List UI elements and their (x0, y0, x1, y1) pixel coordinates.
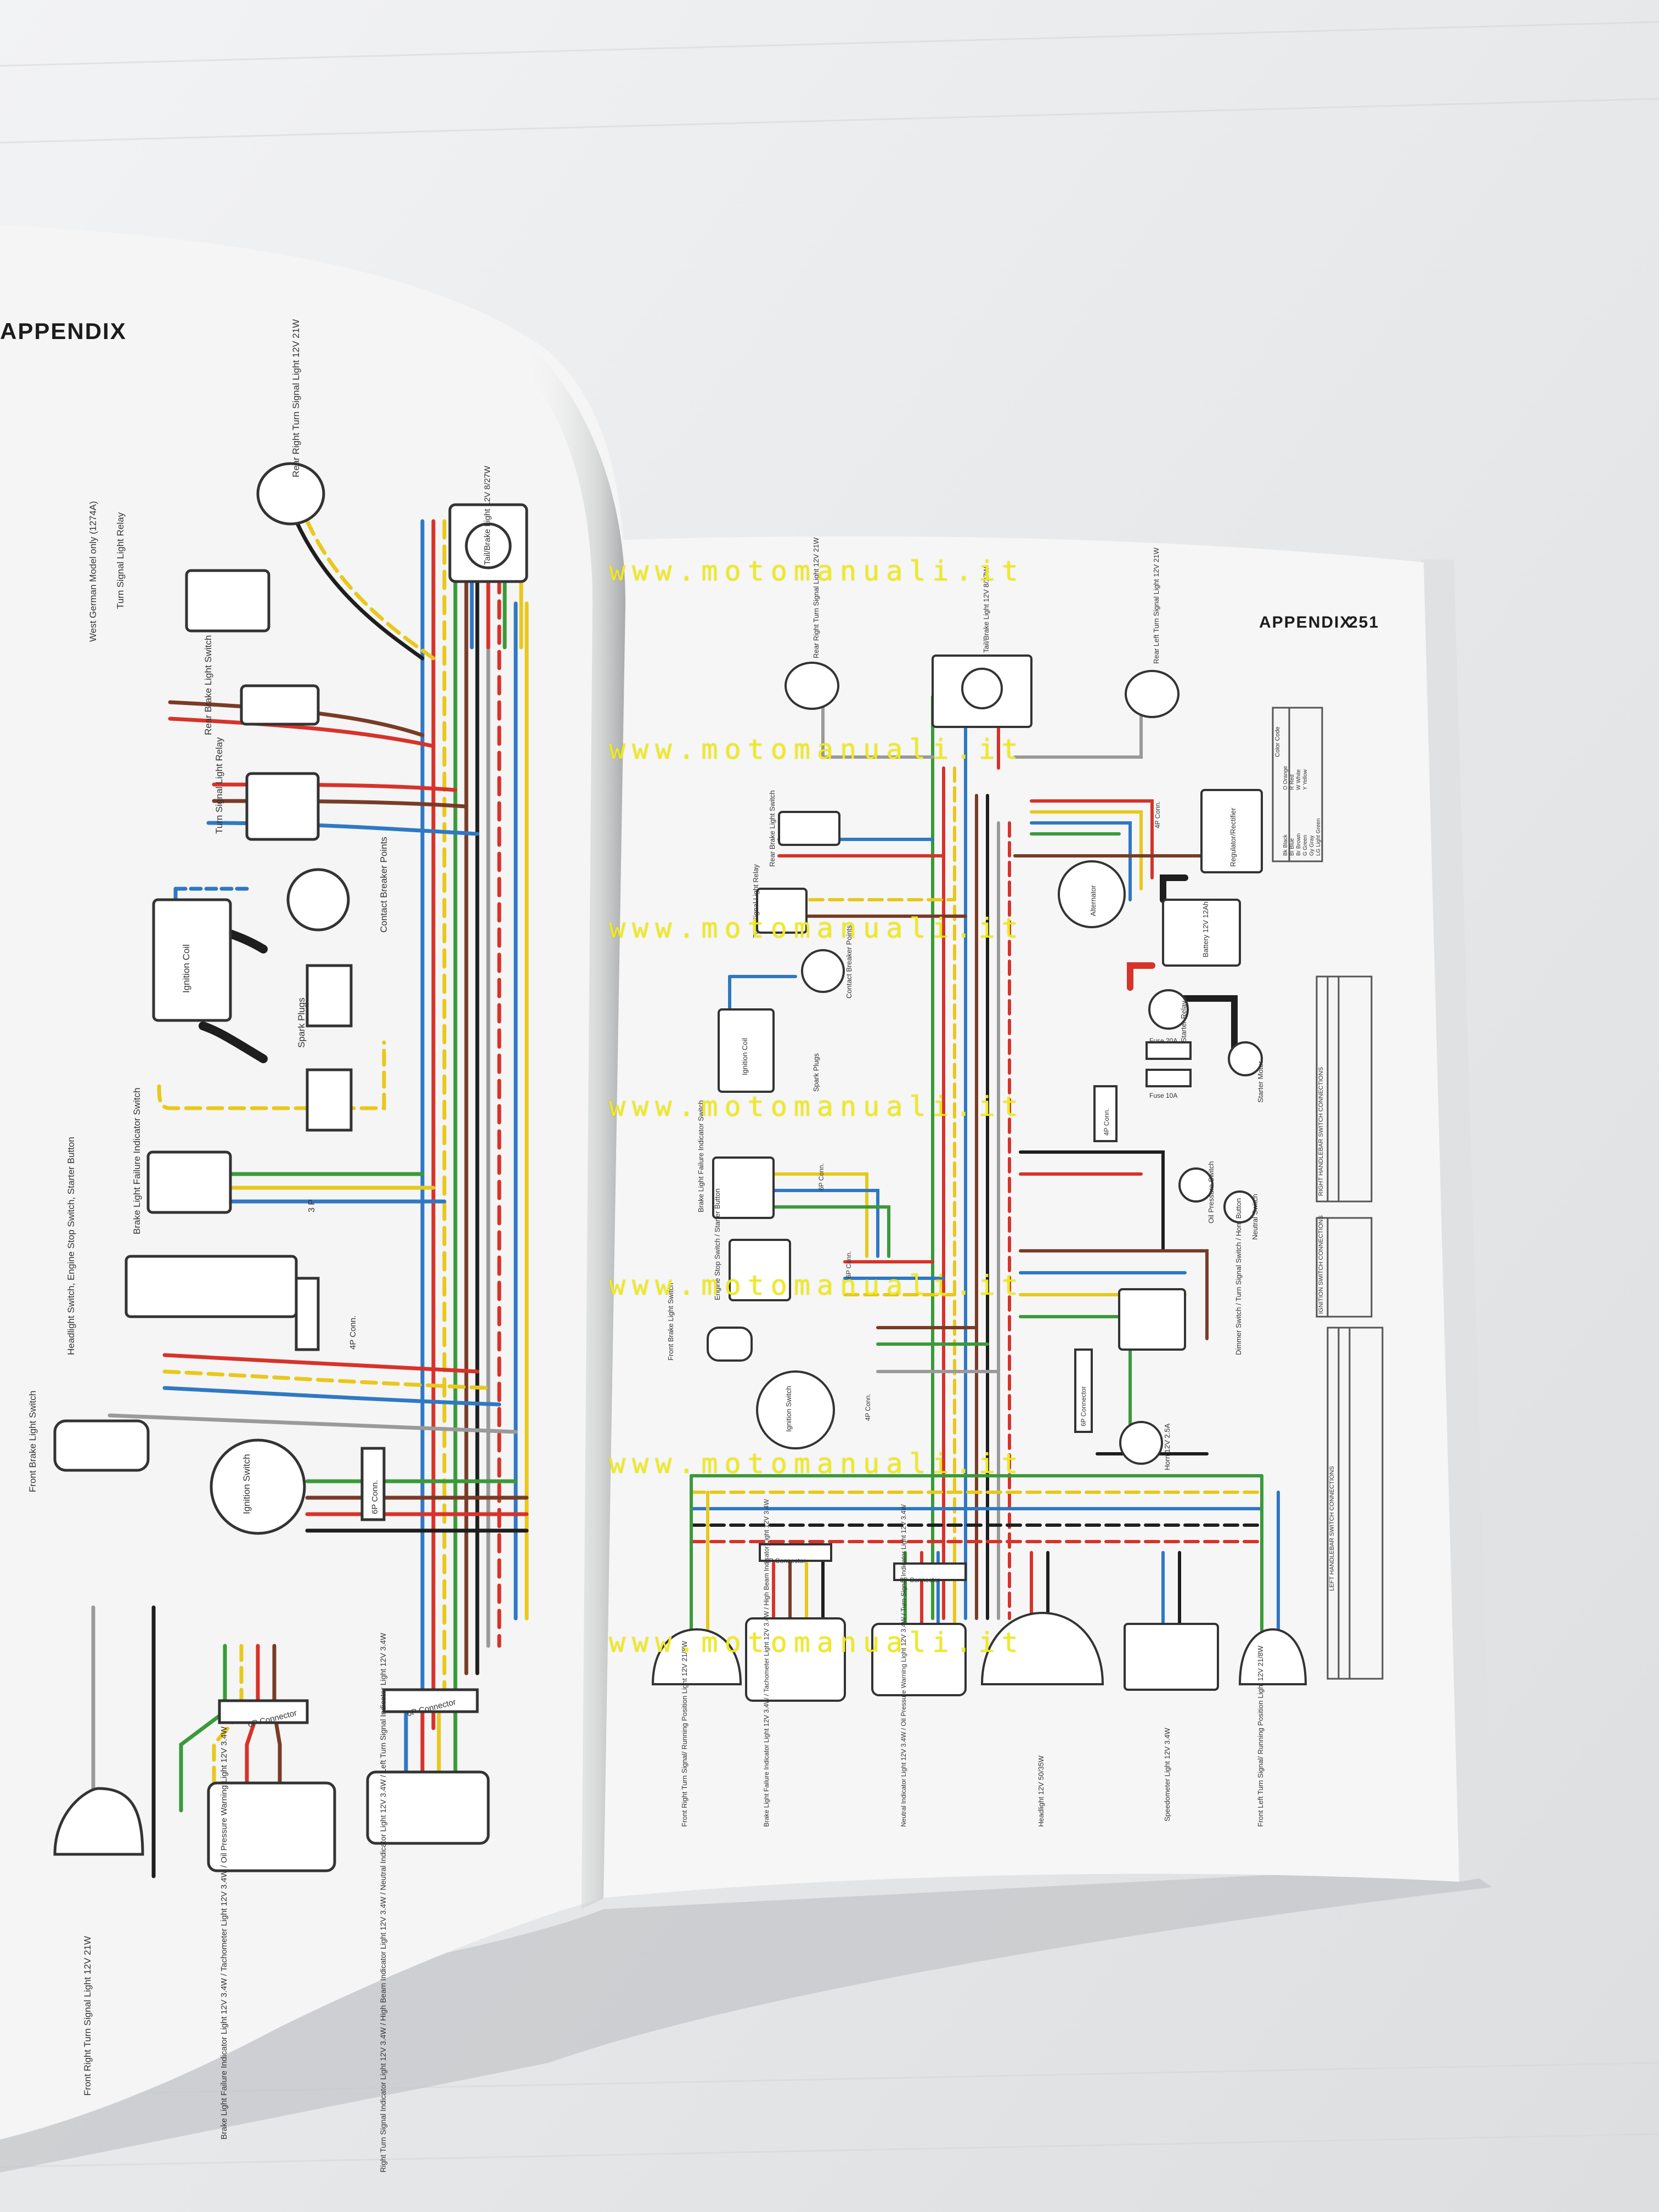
label-r-fuse-main: Fuse 20A (1149, 1037, 1178, 1045)
right-connector-5: 6P Connector (765, 1557, 806, 1565)
color-code-2: BI Blue (1289, 838, 1295, 856)
color-code-6: LG Light Green (1316, 818, 1322, 856)
label-r-ignition-switch: Ignition Switch (785, 1386, 793, 1432)
left-wiring (91, 519, 529, 1878)
label-r-starter-relay: Starter Relay (1180, 1001, 1188, 1042)
watermark-2: www.motomanuali.it (609, 733, 1025, 765)
right-page-header: APPENDIX (1259, 613, 1352, 631)
label-rear-right-turn: Rear Right Turn Signal Light 12V 21W (291, 319, 301, 477)
label-rear-brake-switch: Rear Brake Light Switch (203, 635, 213, 735)
label-r-rear-brake: Rear Brake Light Switch (768, 790, 776, 867)
watermark-5: www.motomanuali.it (609, 1269, 1025, 1301)
left-components (53, 462, 528, 1872)
label-r-headlight: Headlight 12V 50/35W (1037, 1755, 1045, 1827)
left-page-header: APPENDIX (0, 318, 127, 344)
label-r-speedometer: Speedometer Light 12V 3.4W (1163, 1728, 1171, 1821)
gutter-shade (527, 340, 625, 1909)
table-ignition-switch: IGNITION SWITCH CONNECTIONS (1318, 1215, 1324, 1314)
label-front-right-turn: Front Right Turn Signal Light 12V 21W (82, 1936, 93, 2096)
table-right-handlebar: RIGHT HANDLEBAR SWITCH CONNECTIONS (1318, 1066, 1324, 1196)
color-code-5: Gy Gray (1309, 835, 1315, 856)
color-code-3: Br Brown (1296, 833, 1302, 856)
label-r-alternator: Alternator (1089, 885, 1097, 916)
color-code-title: Color Code (1274, 726, 1281, 757)
label-r-indicator-lights: Neutral Indicator Light 12V 3.4W / Oil P… (900, 1504, 907, 1827)
label-r-battery: Battery 12V 12Ah (1201, 901, 1210, 957)
color-code-4: G Green (1302, 834, 1308, 856)
left-connector-6p: 6P Conn. (370, 1480, 380, 1514)
right-connector-7: 6P Connector (1080, 1386, 1087, 1426)
label-left-meter-lights: Brake Light Failure Indicator Light 12V … (219, 1726, 229, 2140)
watermark-1: www.motomanuali.it (609, 555, 1025, 587)
table-left-handlebar: LEFT HANDLEBAR SWITCH CONNECTIONS (1329, 1466, 1335, 1591)
label-r-spark-plugs: Spark Plugs (812, 1053, 820, 1092)
label-ignition-coil: Ignition Coil (181, 944, 191, 993)
label-r-starter-motor: Starter Motor (1256, 1061, 1265, 1103)
label-contact-breaker: Contact Breaker Points (379, 837, 389, 933)
label-left-indicators: Right Turn Signal Indicator Light 12V 3.… (379, 1633, 387, 2172)
label-r-fuse-small: Fuse 10A (1149, 1092, 1178, 1099)
label-r-dimmer: Dimmer Switch / Turn Signal Switch / Hor… (1234, 1198, 1243, 1355)
right-connector-6: 6P Connector (900, 1576, 940, 1584)
label-spark-plugs: Spark Plugs (296, 997, 307, 1048)
color-code-10: Y Yellow (1302, 769, 1308, 790)
left-page (0, 225, 625, 2140)
label-r-regulator: Regulator/Rectifier (1229, 808, 1237, 867)
right-connector-4: 4P Conn. (864, 1393, 872, 1421)
label-front-brake-switch: Front Brake Light Switch (27, 1390, 38, 1492)
label-r-meter-lights: Brake Light Failure Indicator Light 12V … (763, 1499, 770, 1827)
label-tail-brake: Tail/Brake Light 12V 8/27W (483, 466, 492, 565)
label-r-rear-left-turn: Rear Left Turn Signal Light 12V 21W (1152, 548, 1160, 664)
label-handlebar-switch: Headlight Switch, Engine Stop Switch, St… (66, 1137, 76, 1355)
watermark-3: www.motomanuali.it (609, 912, 1025, 944)
color-code-7: O Orange (1283, 766, 1289, 790)
right-connector-3: 4P Conn. (1103, 1108, 1110, 1136)
label-r-neutral: Neutral Switch (1251, 1194, 1259, 1240)
label-brake-failure: Brake Light Failure Indicator Switch (132, 1087, 142, 1234)
label-west-german: West German Model only (1274A) (88, 501, 98, 642)
right-connector-8: 4P Conn. (1154, 801, 1161, 828)
watermark-4: www.motomanuali.it (609, 1091, 1025, 1122)
left-connector-3p: 3 P (307, 1199, 317, 1212)
label-ignition-switch: Ignition Switch (241, 1454, 252, 1514)
label-turn-relay-b: Turn Signal Light Relay (214, 737, 224, 834)
label-r-ignition-coil: Ignition Coil (741, 1038, 749, 1075)
right-components (651, 654, 1307, 1702)
label-r-front-right-turn: Front Right Turn Signal/ Running Positio… (680, 1641, 689, 1827)
color-code-1: Bk Black (1283, 834, 1289, 856)
label-r-front-left-turn: Front Left Turn Signal/ Running Position… (1256, 1645, 1265, 1827)
color-code-8: R Red (1289, 774, 1295, 790)
page-stack-edge (1421, 560, 1492, 1882)
watermark-7: www.motomanuali.it (609, 1627, 1025, 1658)
right-page-number: 251 (1348, 613, 1380, 631)
label-turn-relay-a: Turn Signal Light Relay (115, 512, 126, 609)
color-code-9: W White (1296, 769, 1302, 790)
label-r-oil-pressure: Oil Pressure Switch (1207, 1161, 1215, 1223)
label-r-horn: Horn 12V 2.5A (1163, 1423, 1171, 1470)
watermark-6: www.motomanuali.it (609, 1448, 1025, 1480)
right-tables (1272, 707, 1384, 1680)
left-connector-4p: 4P Conn. (348, 1315, 358, 1350)
book-shadow (0, 1865, 1492, 2172)
right-connector-1: 6P Conn. (817, 1163, 825, 1190)
